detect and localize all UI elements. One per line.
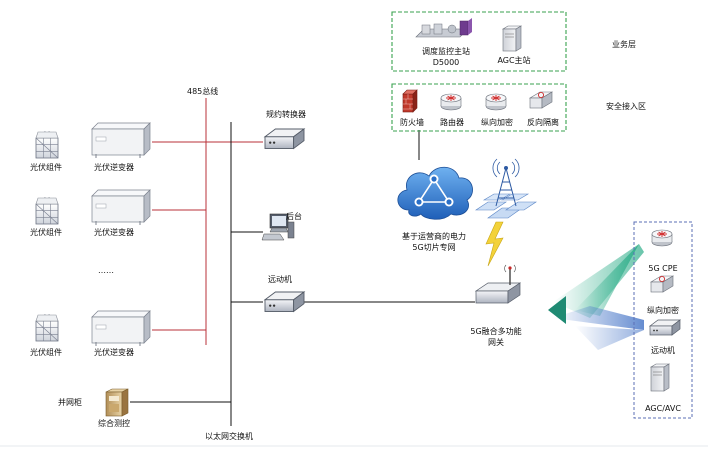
inverter-icon xyxy=(91,189,151,226)
isolation-icon xyxy=(529,91,553,109)
gateway-sublabel: 网关 xyxy=(488,338,504,347)
protocol-converter-label: 规约转换器 xyxy=(266,110,306,119)
grid-cabinet-label: 并网柜 xyxy=(58,398,82,407)
inverter-icon xyxy=(91,310,151,347)
pv-inverter-label: 光伏逆变器 xyxy=(94,163,134,172)
firewall-icon xyxy=(402,89,418,113)
lightning-icon xyxy=(485,221,504,267)
ellipsis: …… xyxy=(98,266,114,275)
router-icon xyxy=(485,93,507,111)
carrier-network-sublabel: 5G切片专网 xyxy=(412,243,456,252)
bus-485-label: 485总线 xyxy=(187,87,219,96)
tower-icon xyxy=(475,158,537,219)
vertical-encryption-2-label: 纵向加密 xyxy=(647,306,679,315)
agc-master-label: AGC主站 xyxy=(497,56,531,65)
encryption-icon xyxy=(650,275,674,293)
telecontrol-label: 远动机 xyxy=(268,275,292,284)
business-layer-zone xyxy=(391,11,567,72)
server-icon xyxy=(501,25,523,52)
agc-server-icon xyxy=(649,363,671,392)
router-icon xyxy=(440,93,462,111)
carrier-network-label: 基于运营商的电力 xyxy=(402,232,466,241)
solar-panel-icon xyxy=(35,313,59,342)
firewall-label: 防火墙 xyxy=(400,118,424,127)
ethernet-switch-label: 以太网交换机 xyxy=(205,432,253,441)
cloud-icon xyxy=(397,166,473,220)
security-zone xyxy=(391,83,567,132)
converter-icon xyxy=(264,128,305,150)
backstage-label: 后台 xyxy=(286,212,302,221)
signal-beams xyxy=(548,244,644,350)
solar-panel-icon xyxy=(35,196,59,225)
router-label: 路由器 xyxy=(440,118,464,127)
agc-avc-label: AGC/AVC xyxy=(645,404,681,413)
business-layer-label: 业务层 xyxy=(612,40,636,49)
dispatch-master-label: 调度监控主站 xyxy=(422,47,470,56)
computer-icon xyxy=(261,213,295,241)
pv-module-label: 光伏组件 xyxy=(30,348,62,357)
reverse-isolation-label: 反向隔离 xyxy=(527,118,559,127)
cpe-router-icon xyxy=(651,229,673,247)
telecontrol-switch-icon xyxy=(649,319,681,336)
ethernet-lines xyxy=(130,122,475,426)
gateway-icon xyxy=(474,264,522,304)
cabinet-icon xyxy=(105,388,129,417)
station-equipment-zone xyxy=(633,221,693,419)
pv-inverter-label: 光伏逆变器 xyxy=(94,228,134,237)
solar-panel-icon xyxy=(35,130,59,159)
security-zone-label: 安全接入区 xyxy=(606,102,646,111)
integrated-control-label: 综合测控 xyxy=(98,419,130,428)
pv-module-label: 光伏组件 xyxy=(30,228,62,237)
cpe-5g-label: 5G CPE xyxy=(648,264,678,273)
bus-485-lines xyxy=(152,98,263,345)
dispatch-master-icon xyxy=(415,18,472,38)
telecontrol-2-label: 远动机 xyxy=(651,346,675,355)
pv-module-label: 光伏组件 xyxy=(30,163,62,172)
gateway-label: 5G融合多功能 xyxy=(470,327,522,336)
dispatch-master-sublabel: D5000 xyxy=(432,58,460,67)
vertical-encryption-label: 纵向加密 xyxy=(481,118,513,127)
pv-inverter-label: 光伏逆变器 xyxy=(94,348,134,357)
inverter-icon xyxy=(91,122,151,159)
switch-icon xyxy=(264,291,305,313)
